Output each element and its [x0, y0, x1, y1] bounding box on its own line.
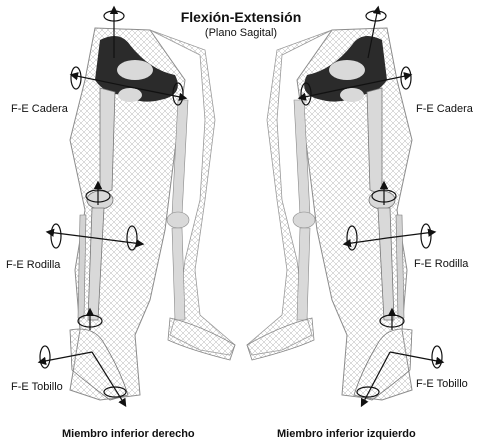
right-limb-figure: [70, 28, 235, 400]
diagram-subtitle: (Plano Sagital): [0, 27, 482, 39]
right-hip-label: F-E Cadera: [11, 103, 68, 115]
left-hip-label: F-E Cadera: [416, 103, 473, 115]
right-knee-label: F-E Rodilla: [6, 259, 60, 271]
diagram-title: Flexión-Extensión: [0, 9, 482, 25]
right-ankle-label: F-E Tobillo: [11, 381, 63, 393]
left-limb-figure: [247, 28, 412, 400]
left-limb-caption: Miembro inferior izquierdo: [277, 428, 416, 440]
right-limb-caption: Miembro inferior derecho: [62, 428, 195, 440]
left-knee-label: F-E Rodilla: [414, 258, 468, 270]
left-ankle-label: F-E Tobillo: [416, 378, 468, 390]
